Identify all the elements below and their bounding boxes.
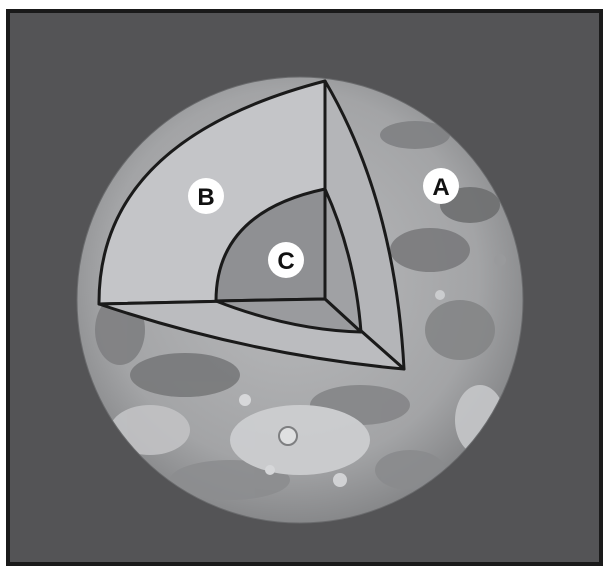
label-c: C [268, 242, 304, 278]
label-b: B [188, 178, 224, 214]
label-a-text: A [432, 174, 449, 201]
label-c-text: C [277, 248, 294, 275]
label-a: A [423, 168, 459, 204]
label-b-text: B [197, 184, 214, 211]
